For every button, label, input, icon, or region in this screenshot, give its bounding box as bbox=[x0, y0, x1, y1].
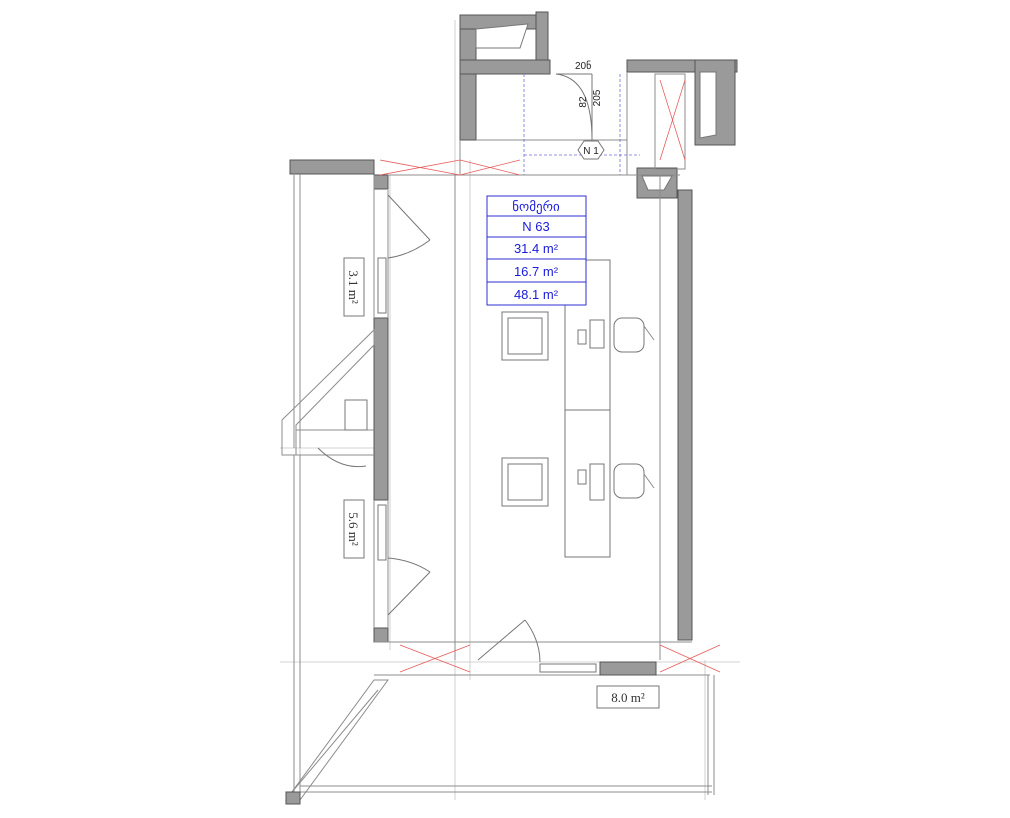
left-balcony bbox=[281, 175, 375, 800]
area-label-bottom-terrace: 8.0 m² bbox=[611, 690, 645, 705]
room-number: N 63 bbox=[522, 219, 549, 234]
opening-marks bbox=[379, 159, 721, 673]
room-name: ნომერი bbox=[512, 199, 560, 215]
entrance-block bbox=[459, 11, 738, 199]
dimension-82: 82 bbox=[578, 96, 589, 108]
main-room bbox=[289, 159, 710, 676]
marker-label: N 1 bbox=[583, 146, 599, 157]
area-labels: 3.1 m² 5.6 m² 8.0 m² bbox=[343, 257, 660, 709]
furniture bbox=[501, 259, 655, 558]
marker-hexagon bbox=[577, 140, 605, 160]
room-area-3: 48.1 m² bbox=[514, 287, 559, 302]
room-area-1: 31.4 m² bbox=[514, 241, 559, 256]
bottom-terrace bbox=[285, 675, 715, 805]
area-label-left-lower: 5.6 m² bbox=[346, 512, 361, 546]
area-label-left-upper: 3.1 m² bbox=[346, 270, 361, 304]
dimension-205: 205 bbox=[592, 89, 603, 106]
doors bbox=[317, 194, 541, 663]
dimension-labels: 20ნ 82 205 N 1 bbox=[575, 60, 603, 157]
room-area-2: 16.7 m² bbox=[514, 264, 559, 279]
room-info-box: ნომერი N 63 31.4 m² 16.7 m² 48.1 m² bbox=[486, 195, 587, 306]
door-width-dimension: 20ნ bbox=[575, 60, 591, 72]
